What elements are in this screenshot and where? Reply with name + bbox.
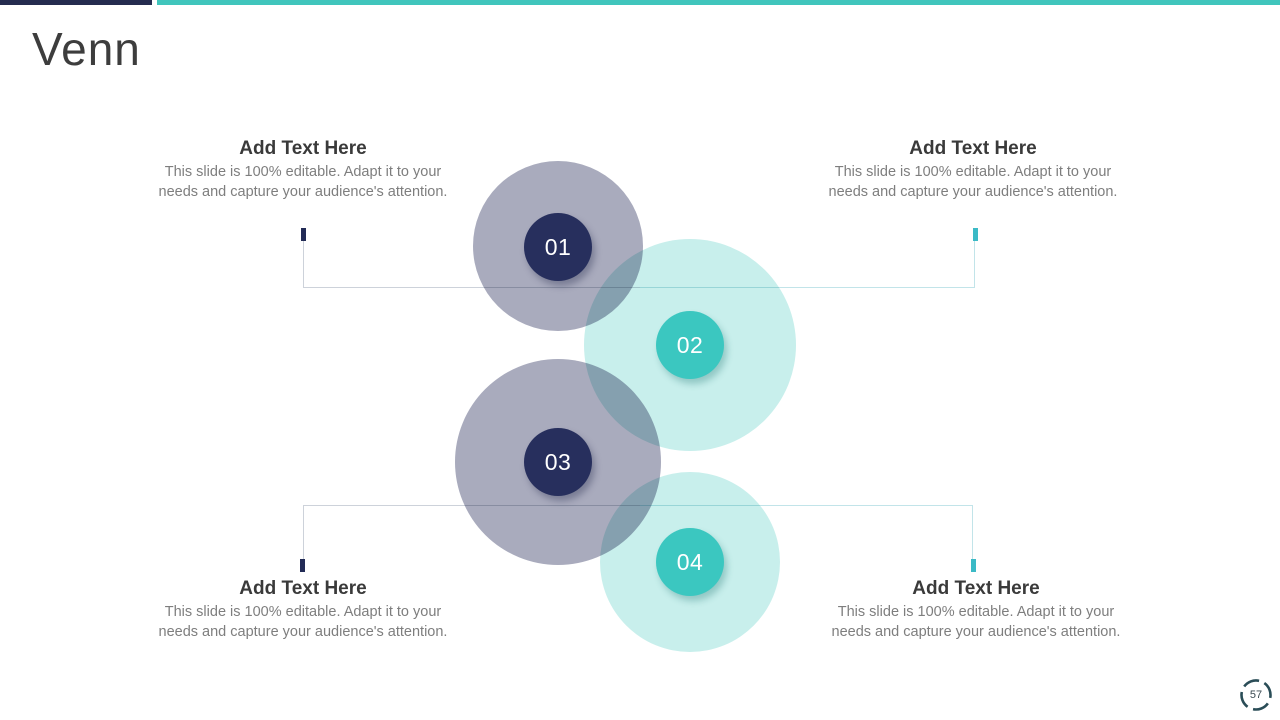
text-block-heading: Add Text Here: [239, 138, 367, 159]
venn-node-number: 01: [544, 233, 572, 260]
text-block-body: This slide is 100% editable. Adapt it to…: [828, 164, 1118, 200]
venn-node-number: 04: [676, 548, 704, 575]
text-block-heading: Add Text Here: [912, 578, 1040, 599]
text-block-heading: Add Text Here: [239, 578, 367, 599]
text-block-body: This slide is 100% editable. Adapt it to…: [831, 604, 1121, 640]
top-bar-teal-segment: [157, 0, 1280, 5]
text-block-heading: Add Text Here: [909, 138, 1037, 159]
connector-bracket-top-right: [640, 241, 975, 288]
venn-node-04: 04: [656, 528, 724, 596]
venn-node-01: 01: [524, 213, 592, 281]
connector-bracket-bottom-right: [640, 505, 973, 559]
page-number-ring-icon: [1240, 679, 1272, 711]
tick-marker-top-left: [301, 228, 306, 241]
venn-node-number: 02: [676, 331, 704, 358]
text-block-top-right: Add Text Here This slide is 100% editabl…: [823, 137, 1123, 202]
page-title: Venn: [32, 23, 141, 75]
connector-bracket-top-left: [303, 241, 640, 288]
page-number-badge: 57: [1238, 677, 1274, 713]
text-block-body: This slide is 100% editable. Adapt it to…: [158, 164, 448, 200]
top-bar-navy-segment: [0, 0, 152, 5]
tick-marker-top-right: [973, 228, 978, 241]
page-number: 57: [1249, 689, 1263, 701]
venn-node-03: 03: [524, 428, 592, 496]
text-block-bottom-left: Add Text Here This slide is 100% editabl…: [153, 577, 453, 642]
tick-marker-bottom-right: [971, 559, 976, 572]
text-block-body: This slide is 100% editable. Adapt it to…: [158, 604, 448, 640]
text-block-bottom-right: Add Text Here This slide is 100% editabl…: [826, 577, 1126, 642]
venn-node-number: 03: [544, 448, 572, 475]
venn-node-02: 02: [656, 311, 724, 379]
text-block-top-left: Add Text Here This slide is 100% editabl…: [153, 137, 453, 202]
tick-marker-bottom-left: [300, 559, 305, 572]
